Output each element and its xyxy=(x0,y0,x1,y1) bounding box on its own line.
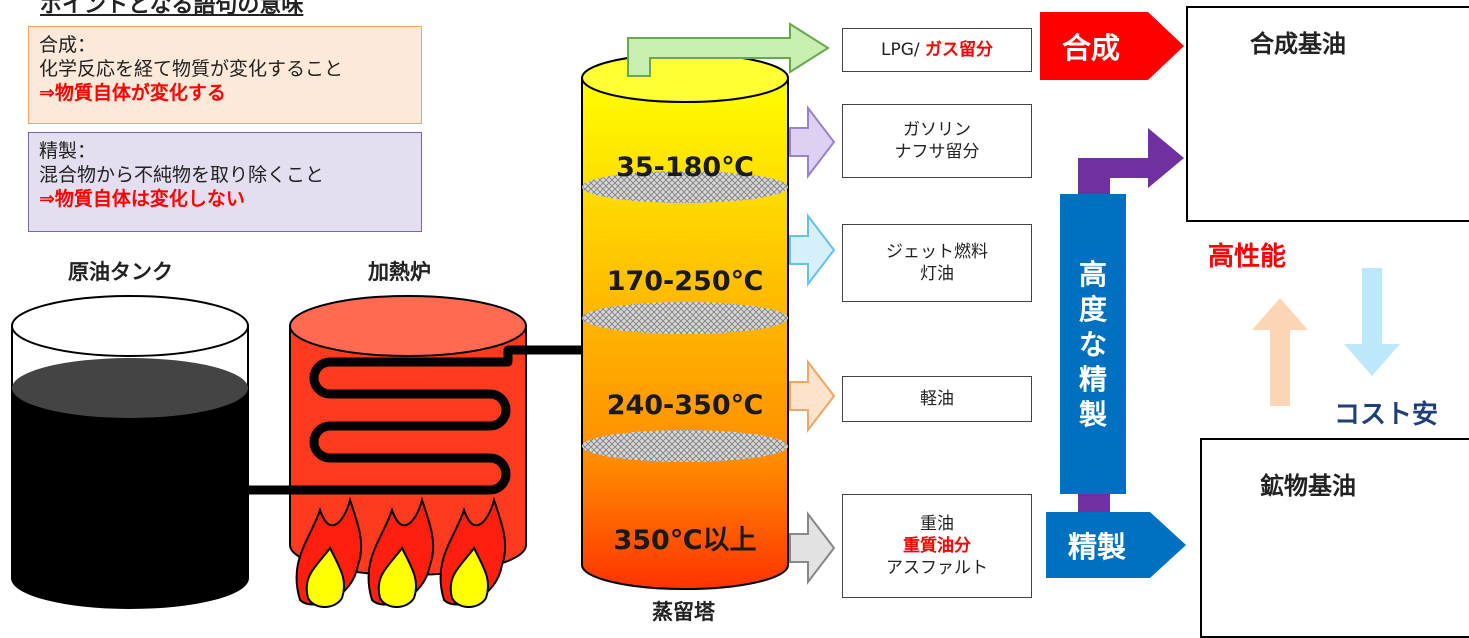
distillation-tower xyxy=(581,53,789,590)
gas-fraction-label: ガス留分 xyxy=(925,40,994,60)
heavy-oil-label: 重油 xyxy=(920,514,954,534)
crude-tank xyxy=(11,295,249,609)
furnace-label: 加熱炉 xyxy=(368,260,431,284)
synthetic-base-oil-label: 合成基油 xyxy=(1250,30,1346,58)
diesel-label: 軽油 xyxy=(920,389,954,409)
crude-tank-label: 原油タンク xyxy=(68,260,173,284)
temp-range-3: 240-350℃ xyxy=(606,390,764,421)
synthesis-tag xyxy=(1040,12,1184,80)
lpg-label: LPG/ xyxy=(880,40,926,60)
tower-label: 蒸留塔 xyxy=(652,600,715,624)
mineral-base-oil-label: 鉱物基油 xyxy=(1260,472,1356,500)
fraction-heavy: 重油 重質油分 アスファルト xyxy=(842,494,1032,598)
definition-synthesis: 合成： 化学反応を経て物質が変化すること ⇒物質自体が変化する xyxy=(28,26,422,124)
fraction-gasoline: ガソリン ナフサ留分 xyxy=(842,104,1032,178)
high-performance-label: 高性能 xyxy=(1208,242,1287,272)
advanced-char: 度 xyxy=(1078,292,1107,326)
naphtha-label: ナフサ留分 xyxy=(894,142,980,162)
fraction-diesel: 軽油 xyxy=(842,376,1032,422)
diesel-arrow xyxy=(789,359,836,433)
advanced-char: 製 xyxy=(1078,397,1107,431)
page-title: ポイントとなる語句の意味 xyxy=(40,0,304,18)
fraction-lpg: LPG/ ガス留分 xyxy=(842,28,1032,72)
gasoline-label: ガソリン xyxy=(903,120,971,140)
flames xyxy=(295,496,507,608)
gasoline-arrow xyxy=(789,105,836,179)
fraction-jet: ジェット燃料 灯油 xyxy=(842,224,1032,302)
low-cost-label: コスト安 xyxy=(1334,400,1439,430)
cost-down-arrow xyxy=(1344,268,1400,376)
lpg-arrow xyxy=(627,22,830,77)
refining-label: 精製 xyxy=(1068,530,1127,564)
advanced-char: 高 xyxy=(1078,257,1107,291)
temp-range-4: 350℃以上 xyxy=(613,525,757,556)
heavy-arrow xyxy=(789,511,836,585)
definition-meaning: 化学反応を経て物質が変化すること xyxy=(39,58,344,80)
advanced-char: 精 xyxy=(1078,362,1107,396)
refining-tag xyxy=(1046,512,1186,578)
definition-result: ⇒物質自体は変化しない xyxy=(39,188,245,210)
definition-meaning: 混合物から不純物を取り除くこと xyxy=(39,164,325,186)
performance-up-arrow xyxy=(1252,298,1308,406)
definition-term: 合成： xyxy=(39,34,97,56)
synthesis-label: 合成 xyxy=(1062,31,1121,65)
heavy-fraction-label: 重質油分 xyxy=(903,536,971,556)
mineral-base-oil-box: 鉱物基油 xyxy=(1200,438,1469,638)
advanced-char: な xyxy=(1078,327,1107,361)
temp-range-2: 170-250℃ xyxy=(606,266,764,297)
jet-arrow xyxy=(789,213,836,287)
advanced-refining-box: 高 度 な 精 製 xyxy=(1060,194,1126,494)
synthetic-base-oil-box: 合成基油 xyxy=(1186,6,1469,222)
definition-term: 精製： xyxy=(39,140,97,162)
jet-fuel-label: ジェット燃料 xyxy=(886,242,988,262)
definition-refining: 精製： 混合物から不純物を取り除くこと ⇒物質自体は変化しない xyxy=(28,132,422,232)
kerosene-label: 灯油 xyxy=(920,264,954,284)
temp-range-1: 35-180℃ xyxy=(616,152,754,183)
asphalt-label: アスファルト xyxy=(886,558,988,578)
definition-result: ⇒物質自体が変化する xyxy=(39,82,226,104)
